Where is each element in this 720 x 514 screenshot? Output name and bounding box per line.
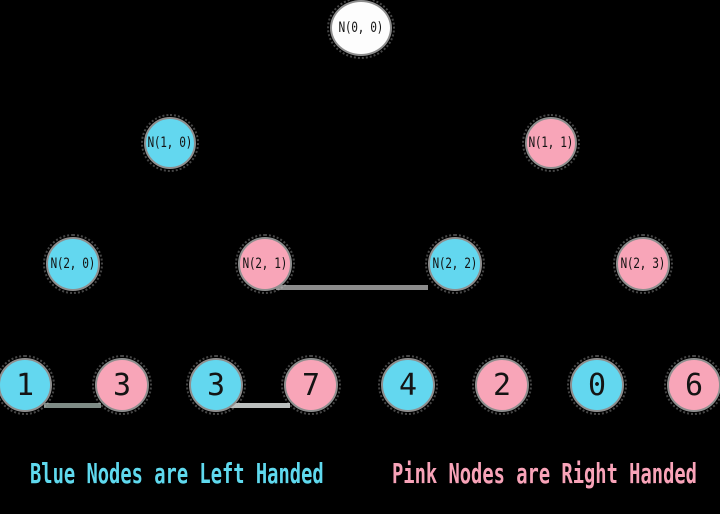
node-label: N(1, 0) xyxy=(147,135,193,151)
leaf-value: 7 xyxy=(301,367,321,403)
leaf-value: 4 xyxy=(398,367,418,403)
node-label: N(1, 1) xyxy=(528,135,574,151)
tree-node-2-2: N(2, 2) xyxy=(425,234,485,294)
edge-segment-n21-n22 xyxy=(276,285,428,290)
leaf-node-5: 4 xyxy=(378,355,438,415)
node-label: N(2, 0) xyxy=(50,256,96,272)
tree-node-1-1: N(1, 1) xyxy=(522,114,580,172)
leaf-node-4: 7 xyxy=(281,355,341,415)
edge-segment-leaf3-leaf7 xyxy=(230,403,290,408)
edge-segment-leaf1-leaf3 xyxy=(44,403,101,408)
leaf-value: 3 xyxy=(206,367,226,403)
tree-node-2-1: N(2, 1) xyxy=(235,234,295,294)
legend-pink-caption: Pink Nodes are Right Handed xyxy=(392,457,697,490)
leaf-node-7: 0 xyxy=(567,355,627,415)
tree-node-2-0: N(2, 0) xyxy=(43,234,103,294)
node-label: N(2, 2) xyxy=(432,256,478,272)
leaf-node-1: 1 xyxy=(0,355,55,415)
leaf-node-6: 2 xyxy=(472,355,532,415)
tree-node-2-3: N(2, 3) xyxy=(613,234,673,294)
node-label: N(0, 0) xyxy=(338,20,384,36)
leaf-node-3: 3 xyxy=(186,355,246,415)
leaf-node-2: 3 xyxy=(92,355,152,415)
leaf-value: 0 xyxy=(587,367,607,403)
tree-node-1-0: N(1, 0) xyxy=(141,114,199,172)
leaf-value: 2 xyxy=(492,367,512,403)
leaf-value: 6 xyxy=(684,367,704,403)
node-label: N(2, 1) xyxy=(242,256,288,272)
leaf-value: 1 xyxy=(15,367,35,403)
tree-node-root: N(0, 0) xyxy=(327,0,395,59)
node-label: N(2, 3) xyxy=(620,256,666,272)
leaf-node-8: 6 xyxy=(664,355,720,415)
leaf-value: 3 xyxy=(112,367,132,403)
legend-blue-caption: Blue Nodes are Left Handed xyxy=(30,457,324,490)
